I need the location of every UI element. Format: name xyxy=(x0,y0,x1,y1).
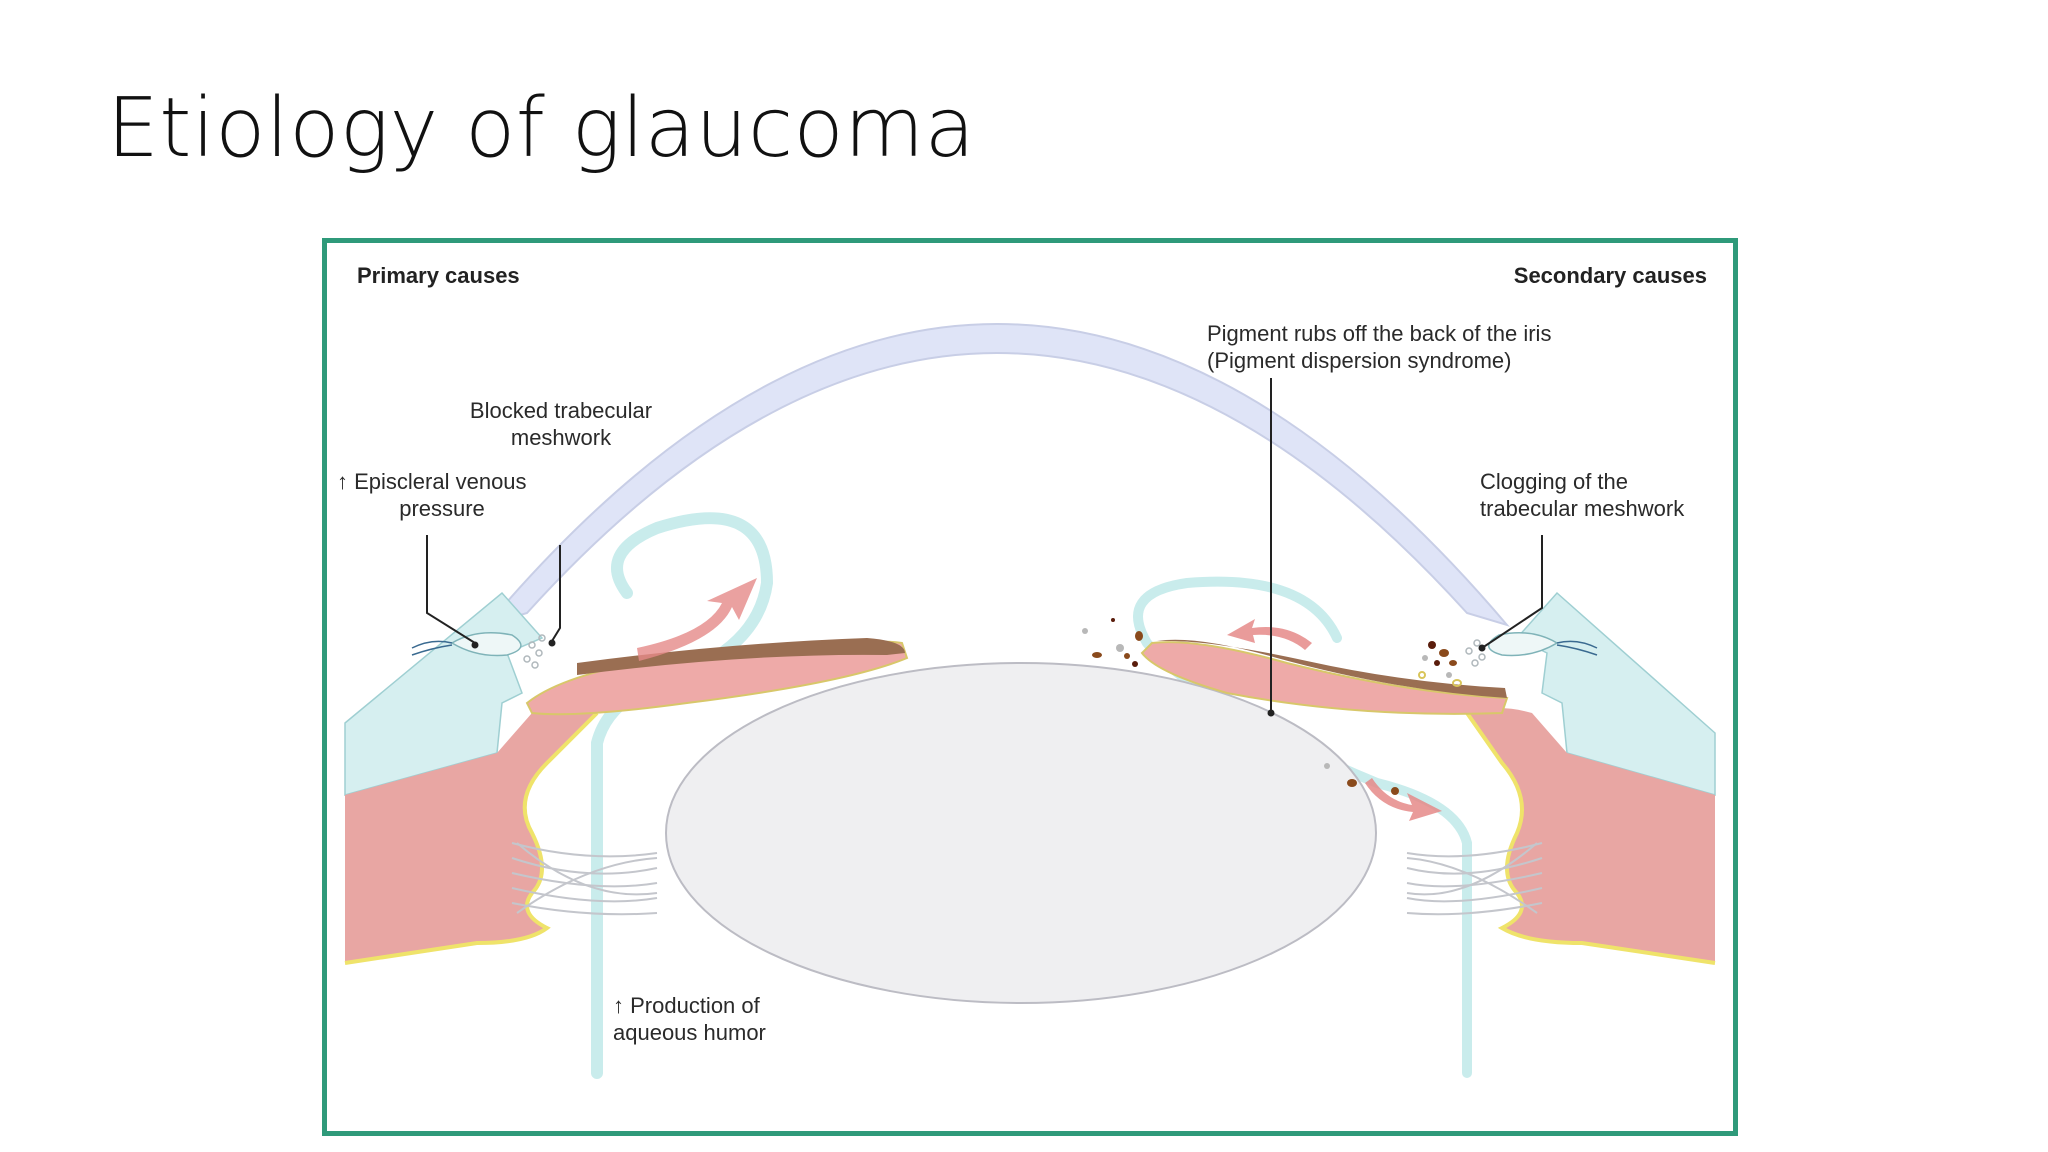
leader-dot-blocked-tm xyxy=(548,639,556,647)
eye-diagram-frame: Primary causes Secondary causes Blocked … xyxy=(322,238,1738,1136)
leader-dot-episcleral xyxy=(471,641,479,649)
slide-title: Etiology of glaucoma xyxy=(107,81,976,176)
heading-primary-causes: Primary causes xyxy=(357,263,520,288)
flow-arrow-right-upper xyxy=(1227,619,1312,650)
label-clogging-line1: Clogging of the xyxy=(1480,469,1628,494)
label-episcleral-line2: pressure xyxy=(399,496,485,521)
leader-dot-pigment xyxy=(1267,709,1275,717)
label-pigment-line1: Pigment rubs off the back of the iris xyxy=(1207,321,1551,346)
label-blocked-tm-line1: Blocked trabecular xyxy=(470,398,652,423)
iris-right xyxy=(1140,641,1509,715)
leader-dot-clogging xyxy=(1478,644,1486,652)
iris-pigment-left xyxy=(577,638,905,675)
label-blocked-tm-line2: meshwork xyxy=(511,425,612,450)
label-episcleral-line1: ↑ Episcleral venous xyxy=(337,469,527,494)
trabecular-meshwork-right xyxy=(1465,632,1598,667)
zonules-right xyxy=(1406,842,1543,916)
label-pigment-line2: (Pigment dispersion syndrome) xyxy=(1207,348,1511,373)
lens xyxy=(665,662,1377,1004)
flow-arrow-right-lower xyxy=(1365,778,1442,821)
leader-lines xyxy=(426,378,1543,713)
eye-anatomy-diagram: Primary causes Secondary causes Blocked … xyxy=(337,263,1716,1079)
label-clogging-line2: trabecular meshwork xyxy=(1480,496,1685,521)
ciliary-body-left xyxy=(345,708,597,963)
iris-pigment-right xyxy=(1157,639,1507,698)
zonules-left xyxy=(511,842,658,916)
flow-arrow-left xyxy=(637,578,757,661)
label-production-line2: aqueous humor xyxy=(613,1020,766,1045)
pigment-particles xyxy=(1082,618,1462,795)
label-production-line1: ↑ Production of xyxy=(613,993,761,1018)
ciliary-body-right xyxy=(1467,708,1715,963)
cornea xyxy=(484,323,1510,627)
heading-secondary-causes: Secondary causes xyxy=(1514,263,1707,288)
